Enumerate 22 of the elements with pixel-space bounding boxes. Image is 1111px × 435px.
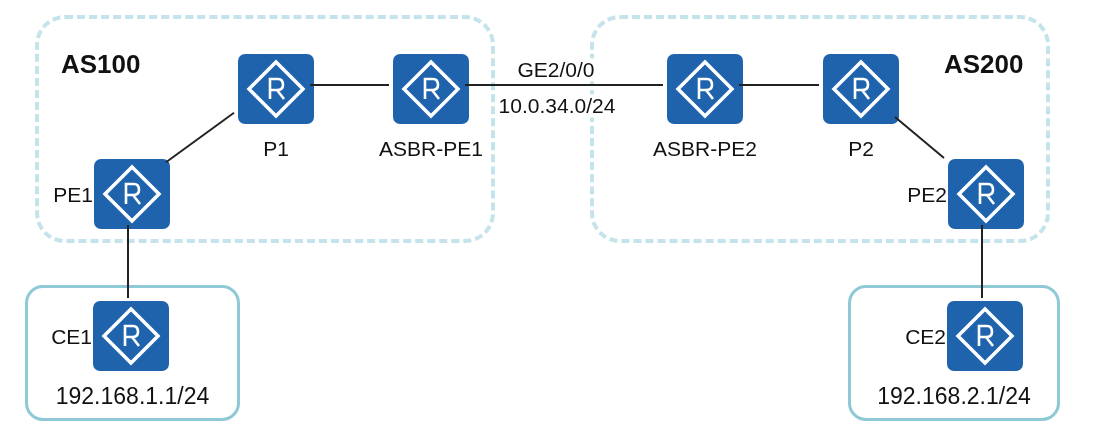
router-label: PE1 [53, 183, 94, 205]
router-label: ASBR-PE1 [379, 138, 483, 159]
link-line [309, 84, 390, 86]
region-title: AS100 [61, 49, 141, 80]
link-line [738, 84, 820, 86]
router-label: PE2 [907, 183, 948, 205]
router-label: P2 [848, 138, 874, 159]
site-box [848, 285, 1060, 421]
link-line [981, 224, 983, 299]
link-line [894, 115, 945, 160]
router-label: ASBR-PE2 [653, 138, 757, 159]
region-title: AS200 [944, 49, 1024, 80]
site-box [25, 285, 240, 421]
ip-address: 192.168.1.1/24 [54, 383, 211, 410]
router-label: CE2 [905, 325, 947, 347]
link-line [165, 111, 235, 164]
link-line [127, 224, 129, 299]
router-label: P1 [263, 138, 289, 159]
ip-address: 192.168.2.1/24 [876, 383, 1032, 410]
as-region [35, 15, 495, 243]
link-line [464, 84, 664, 86]
router-label: CE1 [51, 325, 93, 347]
